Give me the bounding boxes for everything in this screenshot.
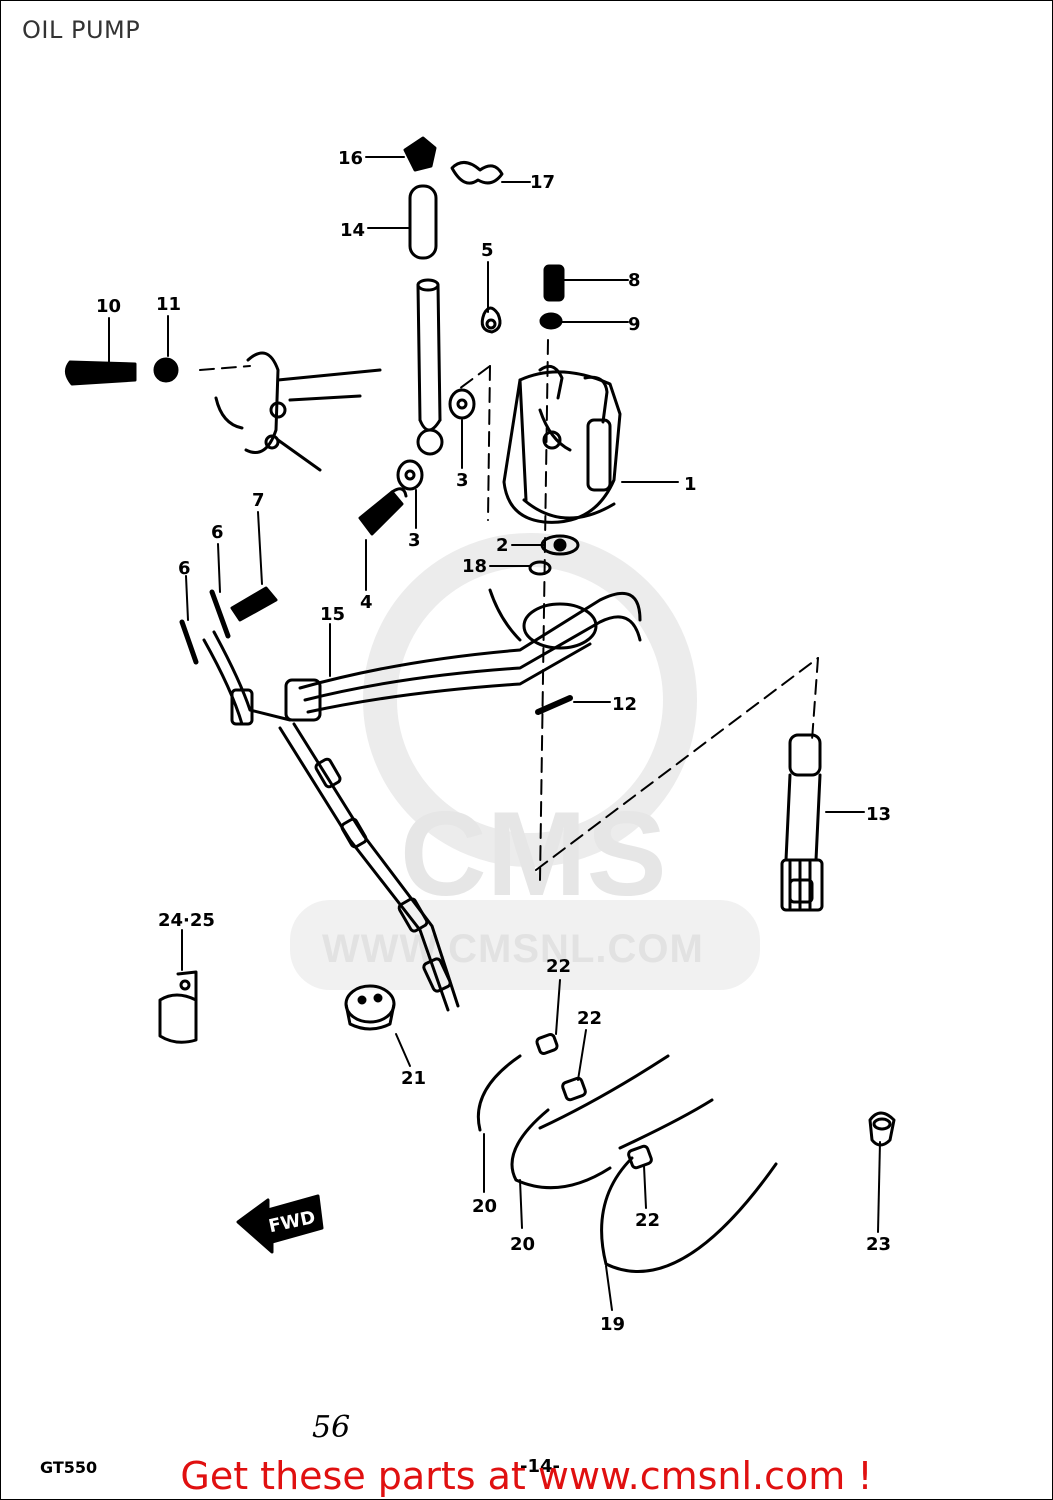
parts-shop-link[interactable]: Get these parts at www.cmsnl.com ! <box>180 1454 873 1498</box>
callout-24-25: 24·25 <box>158 910 215 931</box>
assembly-guide-lines <box>199 339 819 881</box>
part-6-pin-a <box>209 589 231 639</box>
part-21-grommet <box>344 984 396 1031</box>
callout-14: 14 <box>340 220 365 241</box>
part-24-25-clamp <box>158 970 198 1044</box>
part-3-washer-lower <box>396 459 424 491</box>
callout-labels: 1 2 3 3 4 5 6 6 7 8 9 10 11 12 13 14 15 … <box>96 148 891 1335</box>
callout-18: 18 <box>462 556 487 577</box>
page-number: -14- <box>520 1456 560 1477</box>
callout-22-c: 22 <box>635 1210 660 1231</box>
callout-20-a: 20 <box>472 1196 497 1217</box>
part-22-sleeve-b <box>561 1076 587 1102</box>
part-23-cap <box>868 1111 896 1147</box>
part-10-bolt <box>65 360 137 386</box>
mounting-bracket <box>214 351 382 472</box>
part-4-bolt <box>358 487 408 536</box>
callout-3-lower: 3 <box>408 530 421 551</box>
long-oil-hose <box>416 278 444 456</box>
part-14-hose <box>408 184 438 260</box>
callout-22-b: 22 <box>577 1008 602 1029</box>
part-12-pin <box>535 695 573 715</box>
callout-3-upper: 3 <box>456 470 469 491</box>
part-13-drive-gear <box>780 733 824 912</box>
callout-4: 4 <box>360 592 373 613</box>
model-code: GT550 <box>40 1458 98 1477</box>
leader-lines <box>108 156 881 1311</box>
part-16-fitting <box>403 136 437 172</box>
callout-15: 15 <box>320 604 345 625</box>
callout-1: 1 <box>684 474 697 495</box>
page-title: OIL PUMP <box>22 16 141 44</box>
part-7-screw <box>230 586 278 622</box>
callout-12: 12 <box>612 694 637 715</box>
callout-2: 2 <box>496 535 509 556</box>
part-6-pin-b <box>179 619 199 665</box>
callout-9: 9 <box>628 314 641 335</box>
part-5-nut <box>480 306 502 334</box>
callout-6-a: 6 <box>178 558 191 579</box>
callout-5: 5 <box>481 240 494 261</box>
callout-17: 17 <box>530 172 555 193</box>
callout-7: 7 <box>252 490 265 511</box>
callout-21: 21 <box>401 1068 426 1089</box>
part-20-hose-b <box>510 1054 670 1190</box>
part-8-screw <box>543 264 565 302</box>
part-17-clip <box>450 161 504 185</box>
callout-19: 19 <box>600 1314 625 1335</box>
part-9-washer <box>539 312 563 330</box>
forward-arrow-icon <box>236 1194 324 1254</box>
part-22-sleeve-c <box>627 1144 653 1170</box>
callout-23: 23 <box>866 1234 891 1255</box>
part-3-washer-upper <box>448 388 476 420</box>
watermark-logo: CMS <box>400 787 667 921</box>
part-22-sleeve-a <box>535 1033 559 1055</box>
watermark: CMS WWW.CMSNL.COM <box>290 533 760 990</box>
watermark-url: WWW.CMSNL.COM <box>322 927 704 971</box>
part-15-control-cable <box>202 588 642 1012</box>
part-11-nut <box>153 357 179 383</box>
callout-16: 16 <box>338 148 363 169</box>
part-1-oil-pump <box>502 364 622 524</box>
callout-20-b: 20 <box>510 1234 535 1255</box>
callout-22-a: 22 <box>546 956 571 977</box>
callout-10: 10 <box>96 296 121 317</box>
part-18-o-ring <box>528 560 552 576</box>
callout-6-b: 6 <box>211 522 224 543</box>
handwritten-note: 56 <box>312 1410 351 1445</box>
part-19-hose <box>600 1098 778 1273</box>
callout-8: 8 <box>628 270 641 291</box>
part-20-hose-a <box>476 1054 522 1132</box>
callout-11: 11 <box>156 294 181 315</box>
callout-13: 13 <box>866 804 891 825</box>
